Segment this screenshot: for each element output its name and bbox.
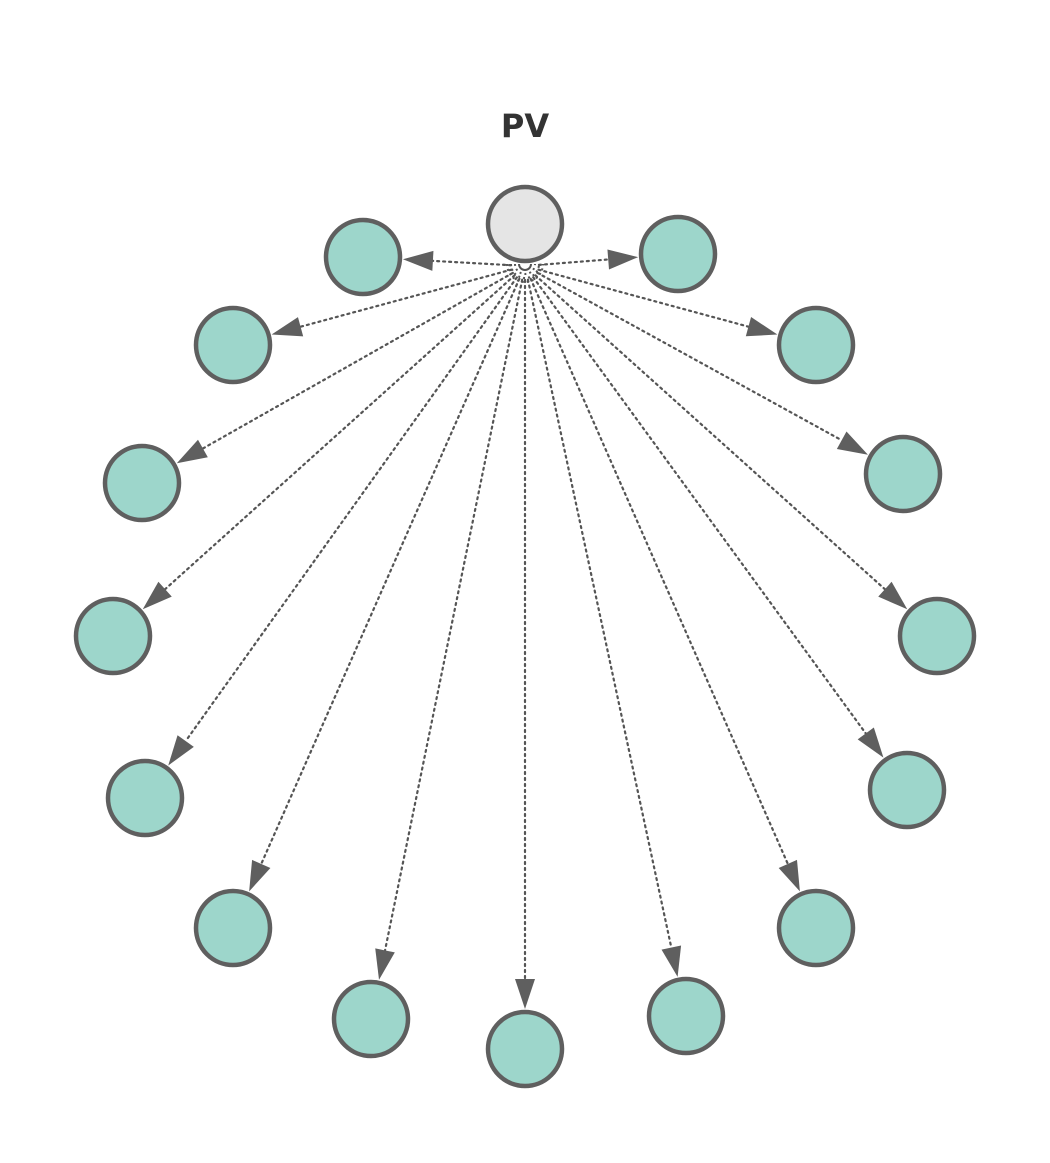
arrowhead <box>661 945 682 977</box>
edge-line <box>536 271 843 442</box>
target-node <box>646 976 726 1056</box>
edge-origin-arc <box>514 263 536 275</box>
edge-line <box>260 277 521 866</box>
target-node <box>776 305 856 385</box>
arrowhead <box>515 979 535 1009</box>
arrowhead <box>745 317 778 337</box>
arrowhead <box>778 859 800 892</box>
target-node <box>331 979 411 1059</box>
edge-line <box>529 277 789 866</box>
edge-line <box>537 258 610 267</box>
arrowhead <box>375 948 395 980</box>
edge-line <box>532 276 867 735</box>
nodes-layer <box>73 184 977 1089</box>
target-node <box>638 214 718 294</box>
target-node <box>323 217 403 297</box>
target-node <box>863 434 943 514</box>
edge-line <box>184 276 518 743</box>
edge-line <box>526 278 673 949</box>
arrowhead <box>142 581 172 610</box>
arrowhead <box>176 439 208 464</box>
arrowhead <box>607 249 639 270</box>
target-node <box>102 443 182 523</box>
target-node <box>193 305 273 385</box>
edge-line <box>163 274 516 591</box>
target-node <box>776 888 856 968</box>
target-node <box>193 888 273 968</box>
arrowhead <box>168 735 194 766</box>
arrowhead <box>249 859 271 892</box>
edge-line <box>431 259 513 267</box>
target-node <box>485 1009 565 1089</box>
pv-title: PV <box>501 107 549 145</box>
arrowhead <box>857 727 884 758</box>
pv-source-node <box>485 184 565 264</box>
arrowhead <box>836 431 868 455</box>
arrowhead <box>402 250 434 271</box>
edge-origin-arc <box>518 263 532 271</box>
edges-layer <box>142 249 908 1009</box>
edge-line <box>299 268 513 328</box>
edge-line <box>383 278 524 952</box>
edge-line <box>201 271 514 450</box>
target-node <box>867 750 947 830</box>
edge-line <box>537 268 750 328</box>
arrowhead <box>271 317 304 337</box>
edge-line <box>534 274 887 591</box>
target-node <box>897 596 977 676</box>
target-node <box>73 596 153 676</box>
target-node <box>105 758 185 838</box>
arrowhead <box>878 581 908 610</box>
